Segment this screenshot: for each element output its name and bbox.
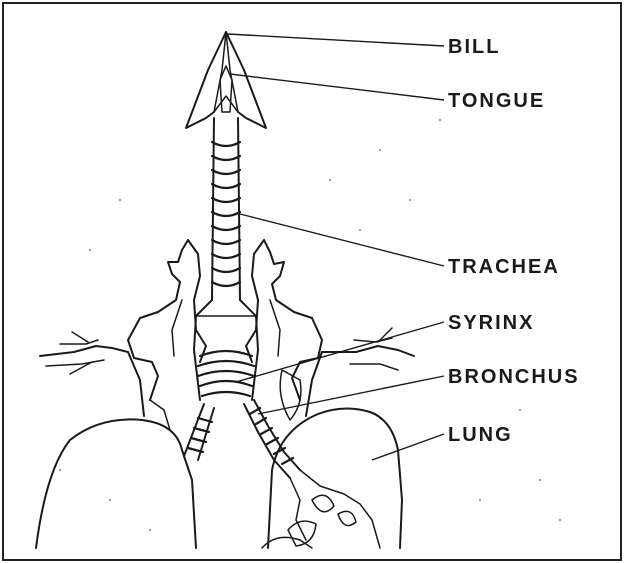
- left-lung-drawing: [36, 419, 196, 548]
- right-air-sac-drawing: [246, 240, 414, 420]
- right-lung-drawing: [262, 408, 402, 548]
- lung-leader: [372, 434, 444, 460]
- diagram-border: [3, 3, 621, 560]
- trachea-leader: [240, 214, 444, 266]
- label-tongue: TONGUE: [448, 90, 545, 112]
- label-trachea: TRACHEA: [448, 256, 560, 278]
- bill-leader: [228, 34, 444, 46]
- bill-drawing: [186, 32, 266, 128]
- label-bill: BILL: [448, 36, 500, 58]
- label-lung: LUNG: [448, 424, 513, 446]
- left-air-sac-drawing: [40, 240, 206, 430]
- label-syrinx: SYRINX: [448, 312, 534, 334]
- syrinx-leader: [236, 322, 444, 382]
- label-bronchus: BRONCHUS: [448, 366, 580, 388]
- tongue-leader: [230, 74, 444, 100]
- trachea-drawing: [212, 118, 240, 300]
- bronchus-drawing: [184, 400, 300, 478]
